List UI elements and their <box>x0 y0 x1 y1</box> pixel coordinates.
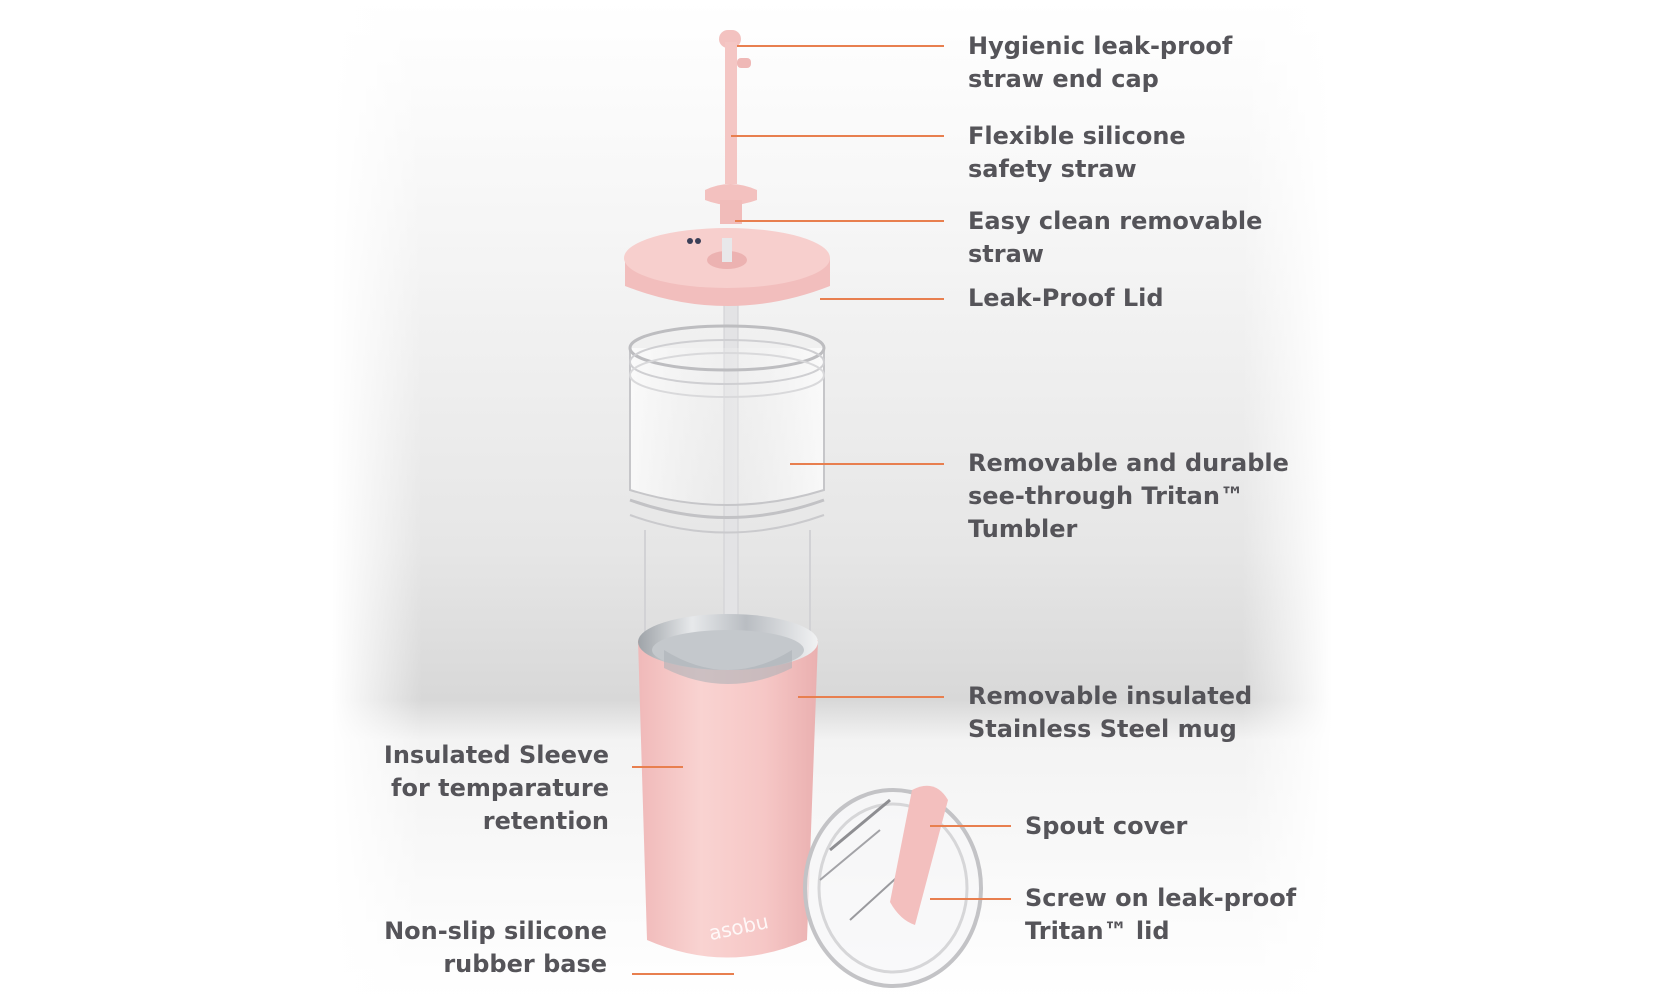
callout-lid: Leak-Proof Lid <box>968 282 1164 315</box>
callout-line: Non-slip silicone <box>384 917 607 945</box>
straw <box>705 30 757 631</box>
callout-steel-mug: Removable insulated Stainless Steel mug <box>968 680 1252 746</box>
leak-proof-lid <box>624 228 830 306</box>
callout-line: Tumbler <box>968 515 1078 543</box>
callout-line: Leak-Proof Lid <box>968 284 1164 312</box>
callout-line: Removable insulated <box>968 682 1253 710</box>
callout-line: retention <box>482 807 609 835</box>
callout-line: Tritan™ lid <box>1025 917 1170 945</box>
insulated-mug: asobu <box>638 614 818 958</box>
screw-on-lid <box>803 785 983 988</box>
backdrop-fade-right <box>1242 0 1332 1000</box>
spout-cover <box>890 785 948 925</box>
callout-line: safety straw <box>968 155 1137 183</box>
leader-lines <box>632 45 1011 975</box>
tritan-tumbler <box>628 324 826 640</box>
callout-line: Flexible silicone <box>968 122 1186 150</box>
callout-line: Easy clean removable <box>968 207 1263 235</box>
callout-line: Removable and durable <box>968 449 1289 477</box>
callout-insulated-sleeve: Insulated Sleeve for temparature retenti… <box>384 739 609 838</box>
callout-line: Spout cover <box>1025 812 1188 840</box>
callout-line: straw end cap <box>968 65 1159 93</box>
callout-straw-cap: Hygienic leak-proof straw end cap <box>968 30 1232 96</box>
callout-line: straw <box>968 240 1044 268</box>
callout-removable-straw: Easy clean removable straw <box>968 205 1262 271</box>
callout-tumbler: Removable and durable see-through Tritan… <box>968 447 1289 546</box>
callout-line: Insulated Sleeve <box>383 741 609 769</box>
callout-screw-lid: Screw on leak-proof Tritan™ lid <box>1025 882 1296 948</box>
callout-line: see-through Tritan™ <box>968 482 1244 510</box>
backdrop-fade-left <box>332 0 422 1000</box>
callout-line: Stainless Steel mug <box>968 715 1237 743</box>
callout-line: rubber base <box>443 950 607 978</box>
callout-line: for temparature <box>391 774 609 802</box>
callout-base: Non-slip silicone rubber base <box>384 915 607 981</box>
callout-line: Screw on leak-proof <box>1025 884 1297 912</box>
callout-straw: Flexible silicone safety straw <box>968 120 1186 186</box>
callout-spout-cover: Spout cover <box>1025 810 1187 843</box>
callout-line: Hygienic leak-proof <box>968 32 1233 60</box>
